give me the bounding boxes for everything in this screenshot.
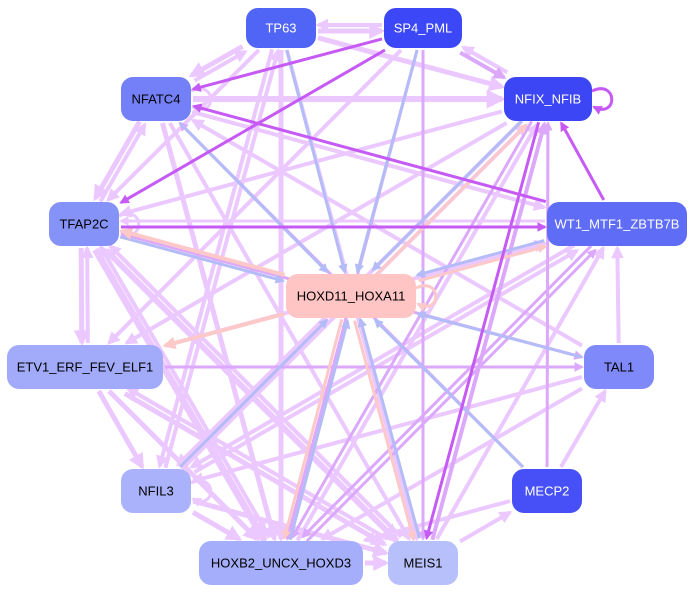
node-label: SP4_PML bbox=[394, 21, 453, 36]
edge-tal1-to-nfil3 bbox=[190, 374, 583, 485]
edge-wt1_mtf1_zbtb7b-to-hoxd11_hoxa11 bbox=[415, 239, 545, 278]
edge-hoxb2_uncx_hoxd3-to-hoxd11_hoxa11 bbox=[288, 318, 351, 541]
edge-tal1-to-nfatc4 bbox=[190, 118, 584, 348]
edge-nfil3-to-hoxd11_hoxa11 bbox=[178, 318, 329, 469]
nodes-layer: TP63 SP4_PML NFATC4 NFIX_NFIB TFAP2C WT1_MTF1… bbox=[7, 8, 687, 585]
node-sp4-pml[interactable]: SP4_PML bbox=[384, 8, 462, 48]
edge-hoxd11_hoxa11-to-hoxd11_hoxa11 bbox=[415, 284, 438, 312]
node-mecp2[interactable]: MECP2 bbox=[512, 469, 582, 513]
edge-wt1_mtf1_zbtb7b-to-nfatc4 bbox=[191, 103, 547, 204]
edge-sp4_pml-to-hoxd11_hoxa11 bbox=[354, 49, 419, 274]
node-box[interactable] bbox=[49, 202, 119, 246]
edge-etv1_erf_fev_elf1-to-nfil3 bbox=[96, 389, 145, 470]
node-label: HOXB2_UNCX_HOXD3 bbox=[211, 556, 351, 571]
node-label: HOXD11_HOXA11 bbox=[297, 289, 406, 304]
edge-nfix_nfib-to-meis1 bbox=[423, 121, 541, 541]
edge-hoxb2_uncx_hoxd3-to-tfap2c bbox=[98, 244, 272, 539]
edge-nfix_nfib-to-etv1_erf_fev_elf1 bbox=[124, 121, 508, 345]
edge-nfix_nfib-to-hoxd11_hoxa11 bbox=[371, 119, 523, 272]
node-label: TAL1 bbox=[604, 360, 634, 375]
edge-wt1_mtf1_zbtb7b-to-nfix_nfib bbox=[559, 121, 606, 201]
node-label: TP63 bbox=[265, 21, 296, 36]
edge-wt1_mtf1_zbtb7b-to-nfil3 bbox=[189, 243, 576, 469]
edge-hoxd11_hoxa11-to-etv1_erf_fev_elf1 bbox=[162, 311, 285, 350]
edge-etv1_erf_fev_elf1-to-tfap2c bbox=[80, 245, 94, 343]
edge-etv1_erf_fev_elf1-to-meis1 bbox=[123, 391, 388, 547]
node-box[interactable] bbox=[121, 77, 191, 121]
node-label: NFIX_NFIB bbox=[515, 92, 581, 107]
node-wt1-mtf1-zbtb7b[interactable]: WT1_MTF1_ZBTB7B bbox=[547, 202, 687, 246]
node-nfix-nfib[interactable]: NFIX_NFIB bbox=[504, 77, 592, 121]
edge-tal1-to-wt1_mtf1_zbtb7b bbox=[611, 245, 624, 344]
node-hoxd11-hoxa11[interactable]: HOXD11_HOXA11 bbox=[286, 274, 416, 318]
node-tp63[interactable]: TP63 bbox=[246, 8, 316, 48]
node-box[interactable] bbox=[286, 274, 416, 318]
edge-tp63-to-nfatc4 bbox=[188, 44, 244, 78]
node-box[interactable] bbox=[584, 345, 654, 389]
edge-hoxd11_hoxa11-to-meis1 bbox=[353, 320, 417, 542]
edge-sp4_pml-to-nfix_nfib bbox=[459, 50, 507, 80]
node-meis1[interactable]: MEIS1 bbox=[388, 541, 458, 585]
edge-nfix_nfib-to-nfix_nfib bbox=[591, 87, 614, 115]
edge-tp63-to-hoxd11_hoxa11 bbox=[285, 49, 348, 274]
node-label: NFIL3 bbox=[138, 484, 173, 499]
node-label: NFATC4 bbox=[132, 92, 181, 107]
node-box[interactable] bbox=[384, 8, 462, 48]
edge-nfatc4-to-tp63 bbox=[193, 49, 248, 83]
node-label: MEIS1 bbox=[403, 556, 442, 571]
node-box[interactable] bbox=[246, 8, 316, 48]
edge-nfatc4-to-tfap2c bbox=[93, 120, 142, 202]
edge-nfix_nfib-to-hoxb2_uncx_hoxd3 bbox=[290, 120, 533, 540]
node-tal1[interactable]: TAL1 bbox=[584, 345, 654, 389]
edge-hoxd11_hoxa11-to-wt1_mtf1_zbtb7b bbox=[418, 243, 548, 283]
edge-nfil3-to-wt1_mtf1_zbtb7b bbox=[193, 248, 580, 474]
edge-tfap2c-to-nfatc4 bbox=[98, 122, 147, 203]
edge-tfap2c-to-hoxd11_hoxa11 bbox=[119, 235, 286, 284]
node-box[interactable] bbox=[7, 345, 163, 389]
edge-nfil3-to-hoxb2_uncx_hoxd3 bbox=[191, 510, 243, 542]
node-label: ETV1_ERF_FEV_ELF1 bbox=[17, 360, 154, 375]
edge-hoxd11_hoxa11-to-tfap2c bbox=[119, 227, 286, 277]
edge-hoxd11_hoxa11-to-hoxb2_uncx_hoxd3 bbox=[281, 318, 344, 541]
node-hoxb2-uncx-hoxd3[interactable]: HOXB2_UNCX_HOXD3 bbox=[199, 541, 363, 585]
edge-hoxd11_hoxa11-to-nfix_nfib bbox=[376, 123, 528, 276]
node-box[interactable] bbox=[512, 469, 582, 513]
node-label: WT1_MTF1_ZBTB7B bbox=[555, 217, 680, 232]
edges-layer bbox=[73, 18, 624, 572]
node-etv1-erf-fev-elf1[interactable]: ETV1_ERF_FEV_ELF1 bbox=[7, 345, 163, 389]
edge-meis1-to-mecp2 bbox=[458, 510, 513, 544]
node-box[interactable] bbox=[388, 541, 458, 585]
edge-tp63-to-nfix_nfib bbox=[317, 35, 506, 92]
node-tfap2c[interactable]: TFAP2C bbox=[49, 202, 119, 246]
edge-nfatc4-to-hoxd11_hoxa11 bbox=[178, 121, 329, 274]
edge-tal1-to-hoxd11_hoxa11 bbox=[416, 311, 583, 359]
edge-nfix_nfib-to-tfap2c bbox=[118, 109, 503, 218]
edge-mecp2-to-nfix_nfib bbox=[543, 121, 553, 468]
edge-nfil3-to-nfil3 bbox=[190, 479, 213, 507]
node-box[interactable] bbox=[121, 469, 191, 513]
edge-mecp2-to-hoxd11_hoxa11 bbox=[373, 318, 524, 469]
node-box[interactable] bbox=[199, 541, 363, 585]
edge-meis1-to-hoxd11_hoxa11 bbox=[357, 317, 421, 539]
edge-hoxb2_uncx_hoxd3-to-nfix_nfib bbox=[295, 122, 539, 542]
edge-sp4_pml-to-tfap2c bbox=[119, 48, 386, 204]
node-nfil3[interactable]: NFIL3 bbox=[121, 469, 191, 513]
edge-sp4_pml-to-nfatc4 bbox=[191, 37, 383, 92]
node-box[interactable] bbox=[547, 202, 687, 246]
edge-tfap2c-to-etv1_erf_fev_elf1 bbox=[73, 248, 90, 347]
edge-mecp2-to-tal1 bbox=[559, 388, 607, 469]
node-label: MECP2 bbox=[525, 484, 570, 499]
node-nfatc4[interactable]: NFATC4 bbox=[121, 77, 191, 121]
node-box[interactable] bbox=[504, 77, 592, 121]
node-label: TFAP2C bbox=[59, 217, 108, 232]
